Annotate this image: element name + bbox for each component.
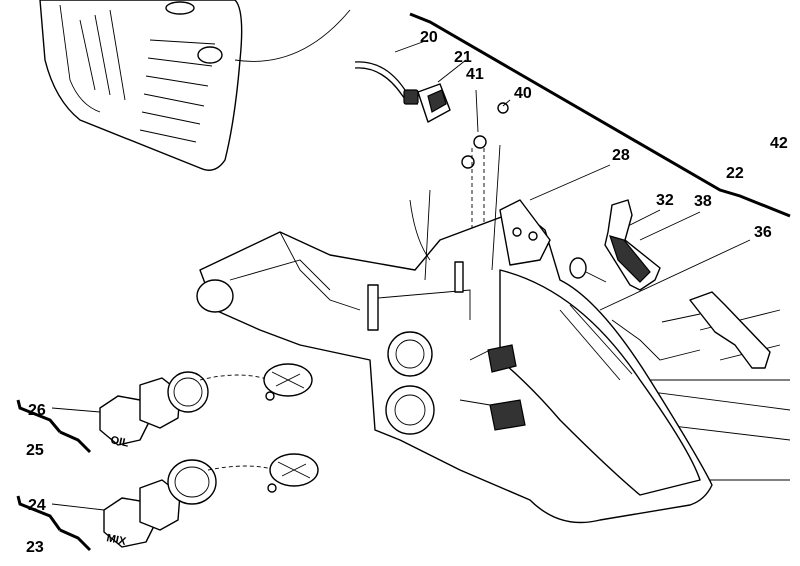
- callout-40: 40: [514, 85, 532, 102]
- trigger-part: [604, 199, 661, 291]
- tank-housing: [196, 144, 713, 524]
- wire-harness: [354, 61, 419, 105]
- callout-24: 24: [28, 497, 46, 514]
- callout-25: 25: [26, 442, 44, 459]
- switch-part: [417, 83, 451, 123]
- callout-22: 22: [726, 165, 744, 182]
- group-bracket-22: [409, 12, 791, 218]
- oil-cap-label: OIL: [109, 434, 130, 450]
- oil-cap-assembly: [99, 363, 313, 446]
- callout-38: 38: [694, 193, 712, 210]
- callout-41: 41: [466, 66, 484, 83]
- grille-housing-cover: [39, 0, 351, 171]
- mix-cap-assembly: [103, 453, 319, 548]
- callout-20: 20: [420, 29, 438, 46]
- group-bracket-26-25: [16, 399, 92, 454]
- group-bracket-24-23: [16, 495, 92, 552]
- callout-26: 26: [28, 402, 46, 419]
- mix-cap-label: MIX: [105, 532, 127, 548]
- callout-28: 28: [612, 147, 630, 164]
- callout-numbers: 20 21 41 40 42 22 28 32 38 36 26 25 24 2…: [26, 29, 788, 556]
- cap-leader-lines: [51, 407, 105, 511]
- lever-part: [611, 291, 771, 369]
- callout-42: 42: [770, 135, 788, 152]
- spring-part: [569, 257, 607, 283]
- callout-23: 23: [26, 539, 44, 556]
- callout-36: 36: [754, 224, 772, 241]
- callout-32: 32: [656, 192, 674, 209]
- callout-21: 21: [454, 49, 472, 66]
